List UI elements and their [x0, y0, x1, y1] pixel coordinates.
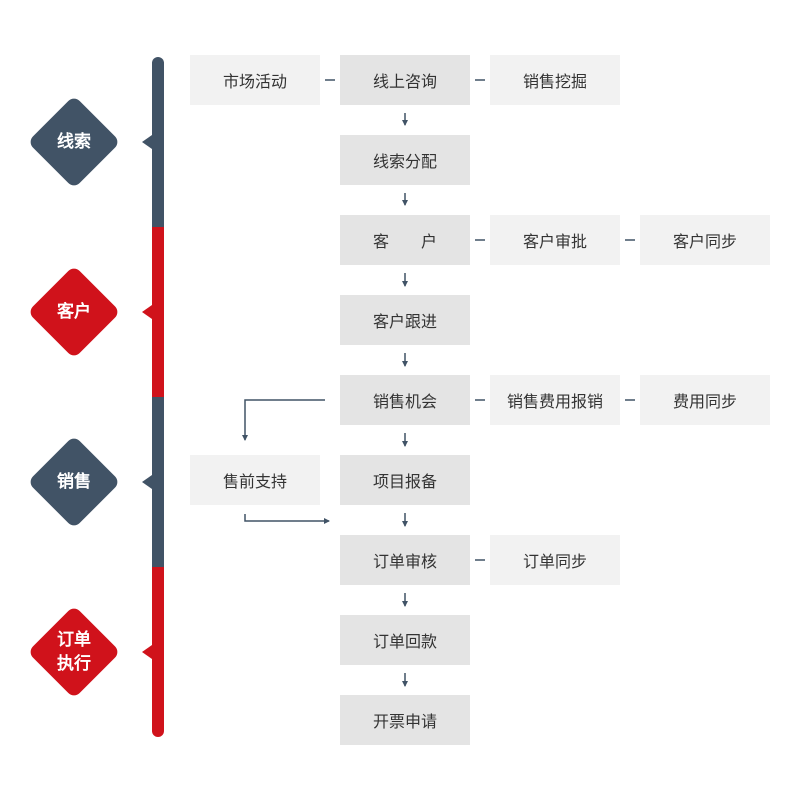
- side-sales-expense: 销售费用报销: [490, 375, 620, 425]
- side-presales-support: 售前支持: [190, 455, 320, 505]
- timeline-segment-sales: [152, 397, 164, 567]
- step-customer: 客 户: [340, 215, 470, 265]
- timeline-notch-order: [142, 645, 152, 659]
- side-customer-sync: 客户同步: [640, 215, 770, 265]
- timeline-segment-leads: [152, 57, 164, 227]
- side-market-activity: 市场活动: [190, 55, 320, 105]
- side-order-sync: 订单同步: [490, 535, 620, 585]
- step-invoice-request: 开票申请: [340, 695, 470, 745]
- timeline-notch-customer: [142, 305, 152, 319]
- stage-order-execution: 订单 执行: [27, 605, 121, 699]
- elbow-opportunity-to-presales: [242, 399, 325, 441]
- stage-label: 订单 执行: [57, 630, 91, 673]
- stage-label: 线索: [57, 132, 91, 151]
- step-sales-opportunity: 销售机会: [340, 375, 470, 425]
- step-lead-assignment: 线索分配: [340, 135, 470, 185]
- stage-leads: 线索: [27, 95, 121, 189]
- side-expense-sync: 费用同步: [640, 375, 770, 425]
- timeline-segment-order: [152, 567, 164, 737]
- stage-sales: 销售: [27, 435, 121, 529]
- stage-label: 销售: [57, 472, 91, 491]
- step-project-report: 项目报备: [340, 455, 470, 505]
- timeline-segment-customer: [152, 227, 164, 397]
- stage-customer: 客户: [27, 265, 121, 359]
- side-customer-approval: 客户审批: [490, 215, 620, 265]
- stage-label: 客户: [57, 302, 91, 321]
- step-order-review: 订单审核: [340, 535, 470, 585]
- step-online-consult: 线上咨询: [340, 55, 470, 105]
- step-order-payment: 订单回款: [340, 615, 470, 665]
- timeline-notch-sales: [142, 475, 152, 489]
- elbow-presales-to-review: [244, 514, 330, 524]
- side-sales-mining: 销售挖掘: [490, 55, 620, 105]
- timeline-notch-leads: [142, 135, 152, 149]
- step-customer-followup: 客户跟进: [340, 295, 470, 345]
